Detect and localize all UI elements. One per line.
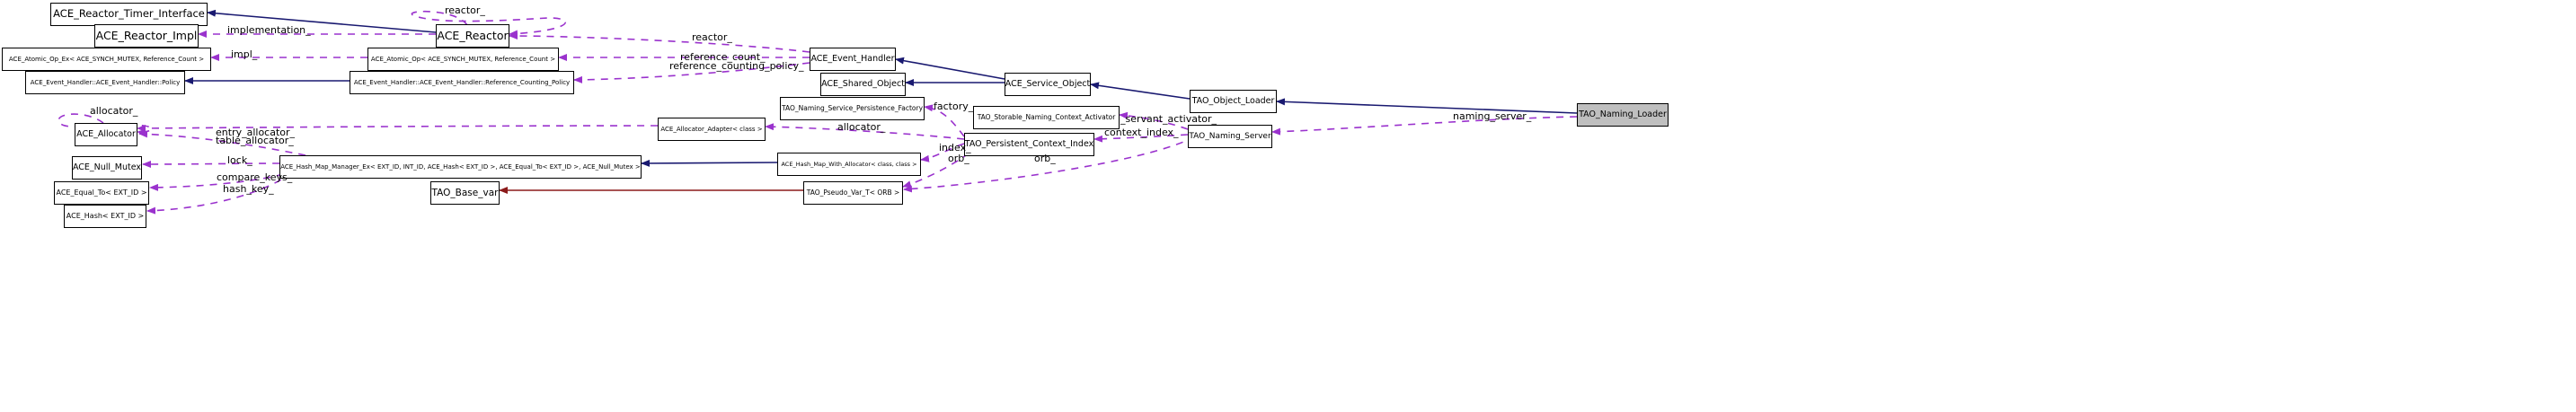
edge-label-hash_key: hash_key_ xyxy=(223,183,274,195)
edge-label-implementation: implementation_ xyxy=(227,24,311,36)
class-node-ace_shared_object[interactable]: ACE_Shared_Object xyxy=(820,73,906,96)
class-node-ace_equal_to[interactable]: ACE_Equal_To< EXT_ID > xyxy=(54,181,149,205)
class-node-ace_null_mutex[interactable]: ACE_Null_Mutex xyxy=(72,156,142,180)
edge-label-allocator_mid: allocator_ xyxy=(837,121,886,133)
class-node-ace_allocator_adapter[interactable]: ACE_Allocator_Adapter< class > xyxy=(658,118,766,141)
edge-label-table_allocator: table_allocator_ xyxy=(216,135,294,146)
edge-label-orb_upper: orb_ xyxy=(948,153,969,164)
class-node-ace_hash[interactable]: ACE_Hash< EXT_ID > xyxy=(64,205,146,228)
class-node-ace_reactor[interactable]: ACE_Reactor xyxy=(436,24,509,48)
edge-label-naming_server: naming_server_ xyxy=(1453,110,1532,122)
class-node-ace_service_object[interactable]: ACE_Service_Object xyxy=(1005,73,1091,96)
edge-label-allocator_top: allocator_ xyxy=(90,105,138,117)
edge-label-reference_counting_policy: reference_counting_policy_ xyxy=(669,60,804,72)
edge-label-lock: lock_ xyxy=(227,154,252,166)
class-node-tao_naming_loader[interactable]: TAO_Naming_Loader xyxy=(1577,103,1669,127)
class-node-tao_storable_naming_context_activator[interactable]: TAO_Storable_Naming_Context_Activator xyxy=(973,106,1120,129)
edge-label-index: index_ xyxy=(939,142,971,153)
edge-label-reactor_top: reactor_ xyxy=(445,4,485,16)
class-node-tao_base_var[interactable]: TAO_Base_var xyxy=(430,181,500,205)
class-node-ace_hash_map_with_allocator[interactable]: ACE_Hash_Map_With_Allocator< class, clas… xyxy=(777,153,921,176)
edge-label-compare_keys: compare_keys_ xyxy=(217,171,293,183)
class-node-tao_naming_server[interactable]: TAO_Naming_Server xyxy=(1188,125,1272,148)
edge-label-reactor_mid: reactor_ xyxy=(692,31,732,43)
class-node-ace_reactor_impl[interactable]: ACE_Reactor_Impl xyxy=(94,24,199,48)
class-node-tao_persistent_context_index[interactable]: TAO_Persistent_Context_Index xyxy=(964,133,1094,156)
class-node-tao_pseudo_var_t[interactable]: TAO_Pseudo_Var_T< ORB > xyxy=(803,181,903,205)
class-node-ace_allocator[interactable]: ACE_Allocator xyxy=(75,123,137,146)
edge-label-entry_allocator: entry_allocator_ xyxy=(216,127,296,138)
edge-label-reference_count: reference_count_ xyxy=(680,51,766,63)
class-node-ace_atomic_op_ex[interactable]: ACE_Atomic_Op_Ex< ACE_SYNCH_MUTEX, Refer… xyxy=(2,48,211,71)
class-node-ace_hash_map_manager_ex[interactable]: ACE_Hash_Map_Manager_Ex< EXT_ID, INT_ID,… xyxy=(279,155,642,179)
edge-label-impl: impl_ xyxy=(231,48,258,60)
class-node-ace_atomic_op[interactable]: ACE_Atomic_Op< ACE_SYNCH_MUTEX, Referenc… xyxy=(367,48,559,71)
class-node-tao_object_loader[interactable]: TAO_Object_Loader xyxy=(1190,90,1277,113)
class-node-ace_event_handler_ref_policy[interactable]: ACE_Event_Handler::ACE_Event_Handler::Re… xyxy=(350,71,574,94)
edge-label-context_index: context_index_ xyxy=(1104,127,1179,138)
class-node-ace_event_handler[interactable]: ACE_Event_Handler xyxy=(810,48,896,71)
class-node-ace_reactor_timer_interface[interactable]: ACE_Reactor_Timer_Interface xyxy=(50,3,208,26)
edge-label-servant_activator: _servant_activator_ xyxy=(1120,113,1217,125)
edge-label-factory: factory_ xyxy=(934,101,974,112)
class-node-ace_event_handler_policy[interactable]: ACE_Event_Handler::ACE_Event_Handler::Po… xyxy=(25,71,185,94)
edge-label-orb_lower: orb_ xyxy=(1034,153,1056,164)
class-node-tao_naming_service_persistence_factory[interactable]: TAO_Naming_Service_Persistence_Factory xyxy=(780,97,925,120)
